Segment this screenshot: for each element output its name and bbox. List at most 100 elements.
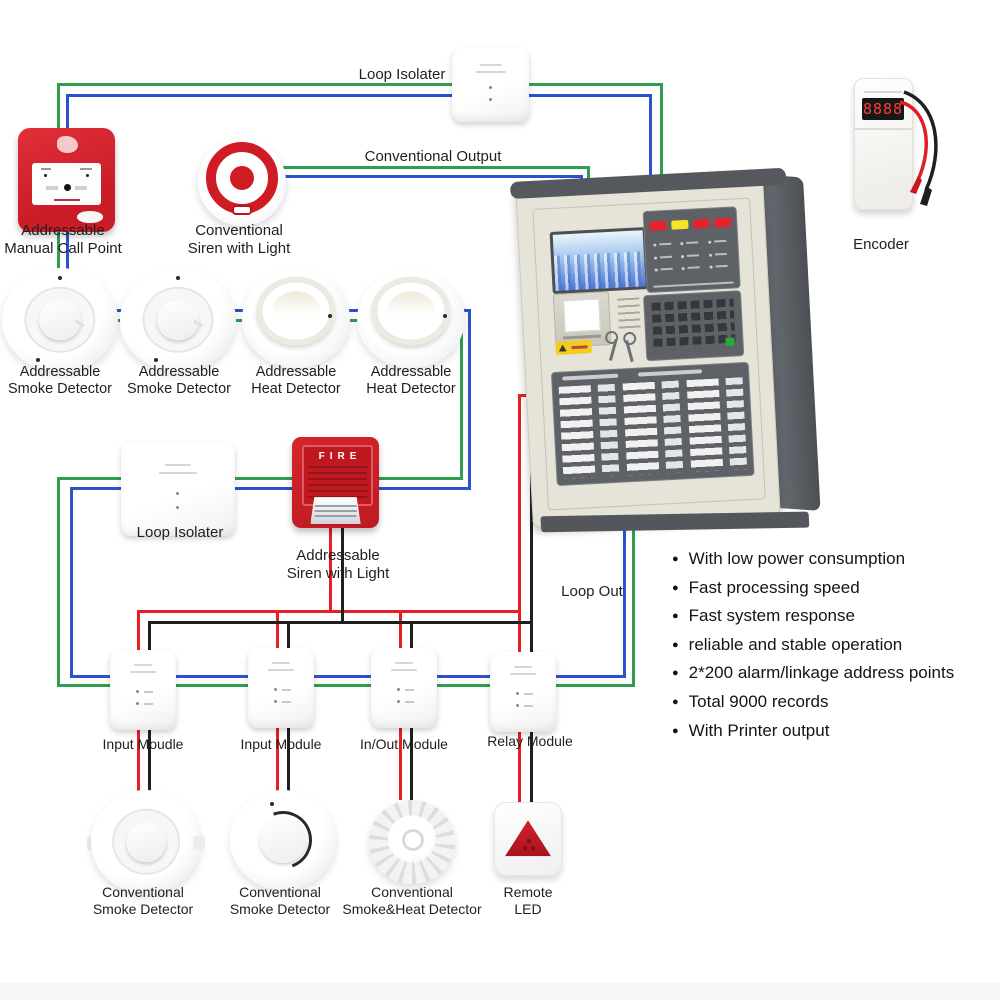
label-line: Addressable xyxy=(370,364,452,380)
wire-black xyxy=(341,520,344,624)
indicator-grid xyxy=(651,235,735,277)
feature-item: Total 9000 records xyxy=(672,688,1000,717)
zone-header-text xyxy=(638,369,703,377)
device-text-line xyxy=(130,671,156,673)
text-mark xyxy=(80,168,93,171)
conventional-smoke-heat-detector xyxy=(369,800,455,884)
keypad-grid-lines xyxy=(651,298,736,351)
led-dot xyxy=(516,692,519,695)
feature-item: With Printer output xyxy=(672,717,1000,746)
led-dot xyxy=(58,276,62,280)
feature-item: Fast processing speed xyxy=(672,574,1000,603)
label-line: Heat Detector xyxy=(366,381,456,397)
wire-green xyxy=(57,83,60,132)
wire-blue xyxy=(70,675,626,678)
in-out-module-device xyxy=(371,648,437,728)
alarm-light xyxy=(692,218,710,229)
label-line: Addressable xyxy=(296,547,380,564)
wire-blue xyxy=(70,487,73,678)
label-line: Conventional xyxy=(371,884,453,900)
terminal-mark xyxy=(524,705,533,707)
wire-red xyxy=(518,394,521,806)
label-line: Smoke&Heat Detector xyxy=(342,901,482,917)
brand-logo xyxy=(56,136,79,153)
wire-green xyxy=(57,477,60,687)
wire-blue xyxy=(468,309,471,490)
led-dot xyxy=(136,690,139,693)
addressable-siren-device: FIRE xyxy=(292,437,379,528)
led-dot xyxy=(270,802,274,806)
wire-blue xyxy=(70,487,471,490)
label-line: Addressable xyxy=(19,364,101,380)
feature-item: With low power consumption xyxy=(672,545,1000,574)
arrow-right-icon xyxy=(75,186,88,191)
led-dot xyxy=(443,314,447,318)
detector-knob xyxy=(157,300,199,340)
terminal-mark xyxy=(144,691,153,693)
feature-list: With low power consumptionFast processin… xyxy=(672,545,1000,745)
device-text-line xyxy=(391,669,417,671)
power-light xyxy=(714,217,732,228)
label-loop-isolater-mid: Loop Isolater xyxy=(136,524,224,541)
encoder-seam xyxy=(854,128,913,130)
detector-eye xyxy=(401,828,424,851)
wire-green xyxy=(57,477,463,480)
text-mark xyxy=(40,168,51,171)
device-text-line xyxy=(272,662,290,664)
wire-blue xyxy=(66,230,69,286)
panel-front xyxy=(509,167,810,533)
door-keys xyxy=(603,327,645,373)
label-line: Conventional xyxy=(195,222,283,239)
conventional-smoke-detector-1 xyxy=(87,790,205,894)
label-line: Manual Call Point xyxy=(4,240,122,257)
page-bottom-band xyxy=(0,983,1000,1000)
manual-call-point-device xyxy=(18,128,115,232)
wire-green xyxy=(460,319,463,479)
label-line: Smoke Detector xyxy=(92,901,194,917)
feature-item: reliable and stable operation xyxy=(672,631,1000,660)
led-dot xyxy=(489,98,492,101)
panel-text-block xyxy=(617,297,641,329)
loop-isolator-top-device xyxy=(452,48,529,122)
device-text-line xyxy=(476,71,506,73)
led-dot xyxy=(516,704,519,707)
device-text-line xyxy=(268,669,294,671)
led-dot xyxy=(36,358,40,362)
wire-green xyxy=(57,230,60,286)
siren-grille: FIRE xyxy=(301,445,374,506)
indicator-cell xyxy=(680,262,708,276)
wire-green xyxy=(632,513,635,687)
printer-slot xyxy=(563,334,602,340)
led-dot xyxy=(176,506,179,509)
device-text-line xyxy=(134,664,152,666)
label-line: LED xyxy=(514,901,542,917)
detector-knob xyxy=(126,822,166,862)
lcd-skyline xyxy=(553,251,646,291)
label-line: Smoke Detector xyxy=(127,381,231,397)
feature-item: 2*200 alarm/linkage address points xyxy=(672,659,1000,688)
wire-green xyxy=(272,166,590,169)
wire-green xyxy=(660,83,663,205)
label-line: Remote xyxy=(503,884,553,900)
panel-bottom-band xyxy=(540,511,810,533)
device-text-line xyxy=(864,91,902,93)
label-bottom-4: Remote LED xyxy=(503,884,552,918)
led-dot xyxy=(136,702,139,705)
wire-black xyxy=(148,621,533,624)
led-dots xyxy=(523,846,527,851)
led-triangle xyxy=(505,820,551,857)
siren-ribs xyxy=(307,466,368,500)
label-detector-4: Addressable Heat Detector xyxy=(366,364,455,398)
led-dot xyxy=(86,174,90,178)
zone-column xyxy=(558,383,620,479)
wire-blue xyxy=(66,94,69,132)
confirm-key xyxy=(725,337,735,347)
reset-dot xyxy=(63,184,71,192)
warning-label xyxy=(555,340,592,355)
label-line: Siren with Light xyxy=(286,565,390,582)
model-text xyxy=(53,198,80,201)
led-dot xyxy=(176,492,179,495)
addressable-heat-detector-2 xyxy=(357,270,465,368)
led-dot xyxy=(397,700,400,703)
